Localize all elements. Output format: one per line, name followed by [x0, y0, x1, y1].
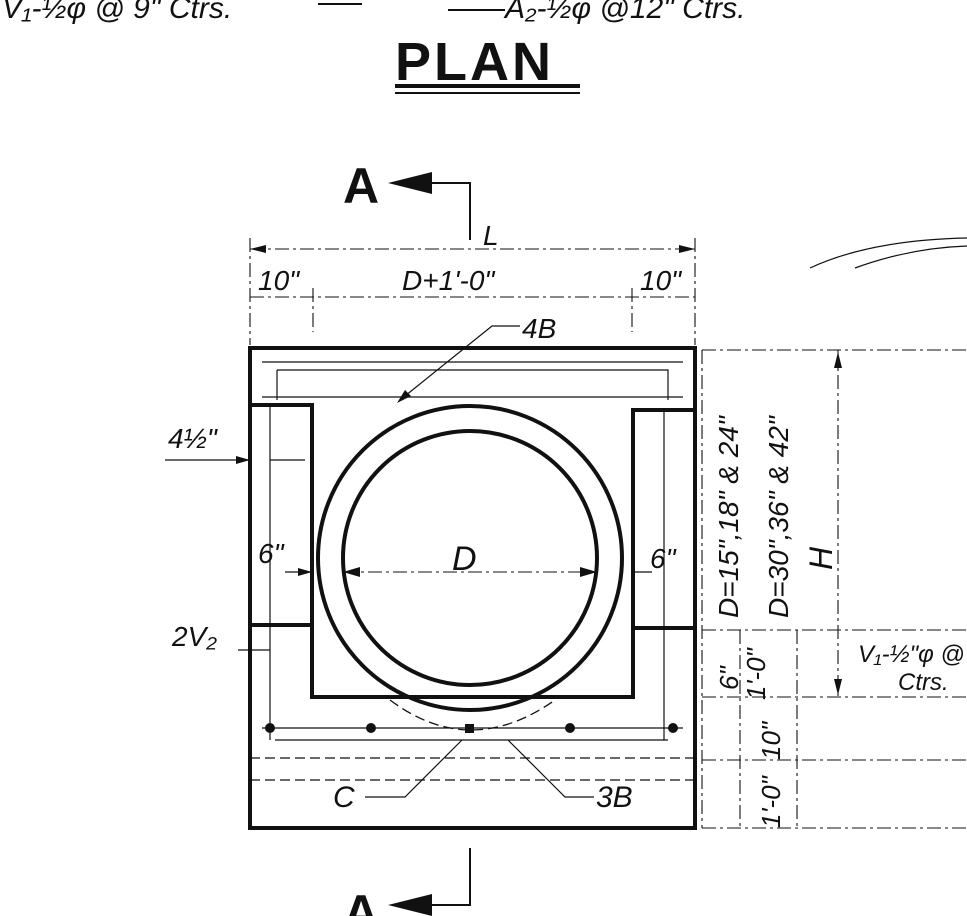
dim-1-0-vertical: 1'-0": [741, 646, 771, 700]
sketch-curve-2: [854, 245, 967, 269]
section-arrow-top: [388, 172, 432, 194]
dim-right-clear: 6": [650, 543, 677, 574]
dim-right-wall: 10": [640, 265, 682, 296]
dim-L: L: [483, 220, 499, 251]
arrow-D-right: [580, 567, 597, 577]
rebar-dot-4: [565, 723, 575, 733]
dim-D: D: [452, 540, 477, 578]
dim-left-clear: 6": [258, 538, 285, 569]
arrow-4half: [236, 456, 250, 464]
leader-3B: [507, 739, 594, 798]
header-right-note: A₂-½φ @12" Ctrs.: [503, 0, 746, 25]
rebar-dot-1: [265, 723, 275, 733]
side-note-line2: Ctrs.: [898, 669, 949, 696]
arrow-L-right: [679, 245, 695, 253]
dim-1-0-bottom-vertical: 1'-0": [756, 774, 786, 828]
dim-left-offset-upper: 4½": [168, 423, 218, 454]
section-mark-top: A: [343, 158, 382, 214]
leader-C: [365, 739, 463, 798]
dim-6-vertical: 6": [714, 665, 744, 690]
arrow-H-top: [834, 352, 842, 368]
rebar-dot-5: [668, 723, 678, 733]
dim-inner-width: D+1'-0": [402, 265, 495, 296]
outer-box: [248, 346, 697, 830]
dim-left-wall: 10": [258, 265, 300, 296]
label-3B: 3B: [596, 781, 633, 814]
top-rebar-2: [277, 369, 669, 400]
vertical-note-1: D=15",18" & 24": [713, 415, 744, 618]
plan-title: PLAN: [395, 32, 554, 92]
inner-u-shape: [250, 403, 695, 699]
dim-left-offset-lower: 2V₂: [171, 621, 217, 652]
rebar-dot-3: [465, 724, 474, 733]
section-arrow-bottom: [388, 894, 432, 916]
label-C: C: [333, 781, 355, 814]
arrow-L-left: [250, 245, 266, 253]
section-mark-bottom: A: [343, 885, 382, 916]
arrow-H-bottom: [834, 679, 842, 695]
dashed-arc: [389, 699, 556, 731]
pipe-outer-circle: [316, 404, 624, 712]
label-4B: 4B: [522, 313, 556, 344]
arrow-left-clear: [298, 568, 312, 576]
side-note-line1: V₁-½"φ @: [858, 641, 965, 668]
pipe-inner-circle: [341, 429, 599, 687]
vertical-note-2: D=30",36" & 42": [763, 415, 794, 618]
rebar-dot-2: [366, 723, 376, 733]
sketch-curve-1: [809, 237, 967, 269]
arrow-D-left: [343, 567, 360, 577]
leader-4B: [399, 325, 520, 401]
dim-H: H: [803, 546, 839, 570]
header-left-note: V₁-½φ @ 9" Ctrs.: [2, 0, 232, 25]
dim-10-vertical: 10": [756, 720, 786, 760]
